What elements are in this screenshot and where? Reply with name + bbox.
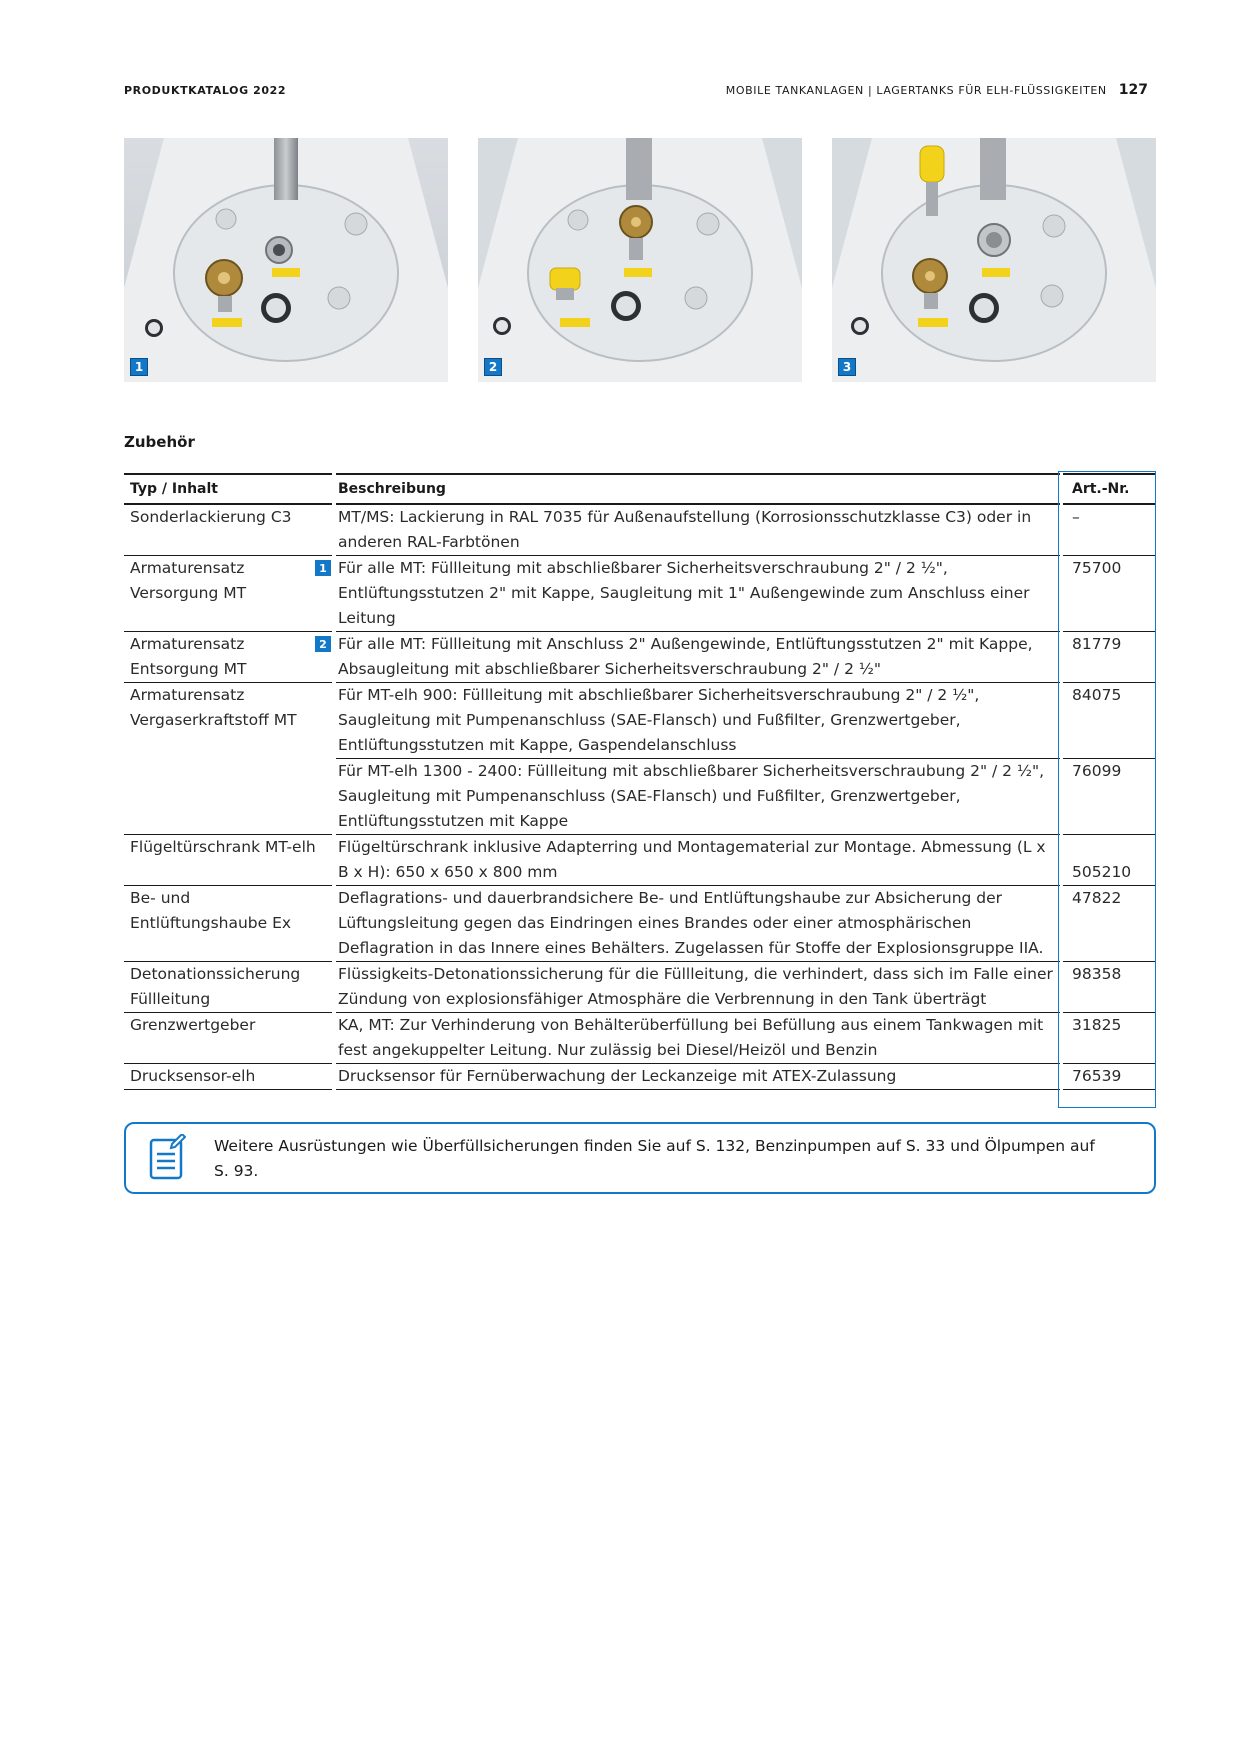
- table-row: Be- und Entlüftungshaube Ex Deflagration…: [124, 886, 1156, 962]
- photo-reference-badge: 2: [315, 636, 331, 652]
- section-name: MOBILE TANKANLAGEN | LAGERTANKS FÜR ELH-…: [725, 84, 1107, 97]
- row-art-nr: –: [1063, 505, 1156, 556]
- note-text: Weitere Ausrüstungen wie Überfüllsicheru…: [214, 1137, 1095, 1180]
- header-type: Typ / Inhalt: [124, 473, 332, 505]
- row-description: Für MT-elh 900: Füllleitung mit abschlie…: [336, 683, 1060, 759]
- document-edit-icon: [148, 1132, 187, 1186]
- header-description: Beschreibung: [336, 473, 1060, 505]
- row-type-text: Armaturensatz Entsorgung MT: [130, 635, 247, 678]
- photo-reference-badge: 1: [315, 560, 331, 576]
- table-row: Armaturensatz Versorgung MT 1 Für alle M…: [124, 556, 1156, 632]
- row-art-nr: 31825: [1063, 1013, 1156, 1064]
- table-row: Armaturensatz Entsorgung MT 2 Für alle M…: [124, 632, 1156, 683]
- row-description: Deflagrations- und dauerbrandsichere Be-…: [336, 886, 1060, 962]
- photo-badge: 2: [484, 358, 502, 376]
- page-number: 127: [1118, 82, 1148, 98]
- table-row: Detonationssicherung Füllleitung Flüssig…: [124, 962, 1156, 1013]
- row-type: Sonderlackierung C3: [124, 505, 332, 556]
- photo-badge: 1: [130, 358, 148, 376]
- row-art-nr: 84075: [1063, 683, 1156, 759]
- table-row: Für MT-elh 900: Füllleitung mit abschlie…: [336, 683, 1156, 759]
- table-row: Flügeltürschrank MT-elh Flügeltürschrank…: [124, 835, 1156, 886]
- row-type: Detonationssicherung Füllleitung: [124, 962, 332, 1013]
- catalog-title: PRODUKTKATALOG 2022: [124, 84, 287, 97]
- row-art-nr: 75700: [1063, 556, 1156, 632]
- header-art-nr: Art.-Nr.: [1063, 473, 1156, 505]
- page-header-right: MOBILE TANKANLAGEN | LAGERTANKS FÜR ELH-…: [726, 82, 1148, 98]
- table-row: Drucksensor-elh Drucksensor für Fernüber…: [124, 1064, 1156, 1090]
- row-art-nr: 47822: [1063, 886, 1156, 962]
- row-type: Drucksensor-elh: [124, 1064, 332, 1090]
- photo-badge: 3: [838, 358, 856, 376]
- table-row: Sonderlackierung C3 MT/MS: Lackierung in…: [124, 505, 1156, 556]
- row-description: Drucksensor für Fernüberwachung der Leck…: [336, 1064, 1060, 1090]
- row-type: Flügeltürschrank MT-elh: [124, 835, 332, 886]
- table-row-group: Armaturensatz Vergaserkraftstoff MT Für …: [124, 683, 1156, 835]
- accessories-table: Typ / Inhalt Beschreibung Art.-Nr. Sonde…: [124, 471, 1156, 1108]
- photo-armaturensatz-3: 3: [832, 138, 1156, 382]
- row-art-nr: 505210: [1063, 835, 1156, 886]
- photo-armaturensatz-1: 1: [124, 138, 448, 382]
- row-description: Für alle MT: Füllleitung mit Anschluss 2…: [336, 632, 1060, 683]
- row-description: KA, MT: Zur Verhinderung von Behälterübe…: [336, 1013, 1060, 1064]
- info-note: Weitere Ausrüstungen wie Überfüllsicheru…: [124, 1122, 1156, 1194]
- row-type: Be- und Entlüftungshaube Ex: [124, 886, 332, 962]
- row-type: Armaturensatz Versorgung MT 1: [124, 556, 332, 632]
- row-type: Grenzwertgeber: [124, 1013, 332, 1064]
- row-description: Für MT-elh 1300 - 2400: Füllleitung mit …: [336, 759, 1060, 835]
- row-art-nr: 76539: [1063, 1064, 1156, 1090]
- row-description: MT/MS: Lackierung in RAL 7035 für Außena…: [336, 505, 1060, 556]
- row-art-nr: 81779: [1063, 632, 1156, 683]
- row-subgroup: Für MT-elh 900: Füllleitung mit abschlie…: [336, 683, 1156, 835]
- product-photos: 1 2: [124, 138, 1156, 382]
- row-art-nr-text: 505210: [1072, 863, 1132, 881]
- table-row: Grenzwertgeber KA, MT: Zur Verhinderung …: [124, 1013, 1156, 1064]
- row-type: Armaturensatz Entsorgung MT 2: [124, 632, 332, 683]
- row-art-nr: 98358: [1063, 962, 1156, 1013]
- photo-armaturensatz-2: 2: [478, 138, 802, 382]
- row-type: Armaturensatz Vergaserkraftstoff MT: [124, 683, 332, 835]
- section-title: Zubehör: [124, 433, 195, 451]
- row-type-text: Armaturensatz Versorgung MT: [130, 559, 247, 602]
- table-row: Für MT-elh 1300 - 2400: Füllleitung mit …: [336, 759, 1156, 835]
- row-description: Flügeltürschrank inklusive Adapterring u…: [336, 835, 1060, 886]
- row-art-nr: 76099: [1063, 759, 1156, 835]
- row-description: Für alle MT: Füllleitung mit abschließba…: [336, 556, 1060, 632]
- row-description: Flüssigkeits-Detonationssicherung für di…: [336, 962, 1060, 1013]
- table-header-row: Typ / Inhalt Beschreibung Art.-Nr.: [124, 473, 1156, 505]
